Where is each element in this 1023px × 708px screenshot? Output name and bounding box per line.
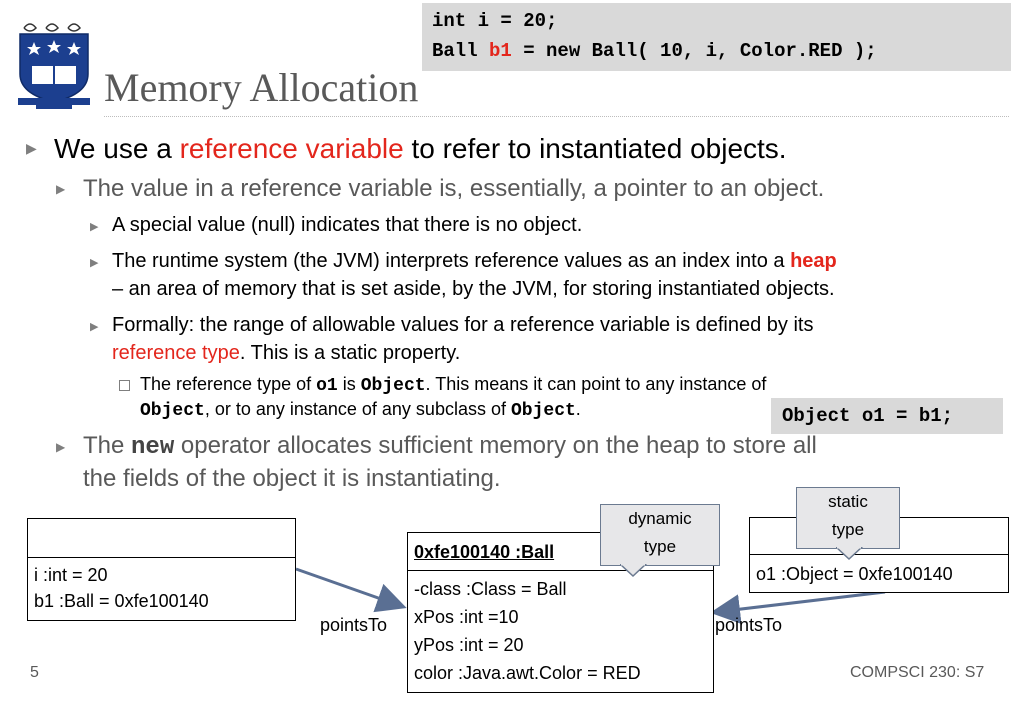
code-line-1: int i = 20; <box>432 10 558 32</box>
bullet-arrow-icon: ▶ <box>56 182 66 196</box>
bullet-level4-line2: Object, or to any instance of any subcla… <box>140 399 581 421</box>
object-title: 0xfe100140 :Ball <box>414 542 555 562</box>
field-xpos: xPos :int =10 <box>414 607 519 627</box>
code-snippet-o1: Object o1 = b1; <box>771 398 1003 434</box>
university-logo <box>14 20 94 110</box>
bullet-arrow-icon: ▶ <box>90 257 99 269</box>
bullet-arrow-icon: ▶ <box>90 221 99 233</box>
bullet-arrow-icon: ▶ <box>56 440 66 454</box>
page-title: Memory Allocation <box>104 65 419 110</box>
page-number: 5 <box>30 664 39 681</box>
bullet-arrow-icon: ▶ <box>90 321 99 333</box>
bullet-level3-heap-cont: – an area of memory that is set aside, b… <box>112 278 835 300</box>
bullet-level3: A special value (null) indicates that th… <box>112 214 583 236</box>
field-color: color :Java.awt.Color = RED <box>414 663 641 683</box>
bullet-level3-heap: The runtime system (the JVM) interprets … <box>112 250 837 272</box>
bullet-level3-formally: Formally: the range of allowable values … <box>112 314 814 336</box>
stack-variables-box: i :int = 20 b1 :Ball = 0xfe100140 <box>27 518 296 621</box>
bullet-level1: We use a reference variable to refer to … <box>54 133 787 164</box>
field-ypos: yPos :int = 20 <box>414 635 524 655</box>
code-line-2: Ball b1 = new Ball( 10, i, Color.RED ); <box>432 40 877 62</box>
field-class: -class :Class = Ball <box>414 579 567 599</box>
bullet-level2: The value in a reference variable is, es… <box>83 175 825 202</box>
course-label: COMPSCI 230: S7 <box>850 664 985 681</box>
bullet-level2-new-cont: the fields of the object it is instantia… <box>83 465 501 492</box>
points-to-label-right: pointsTo <box>715 615 783 635</box>
dynamic-type-callout: dynamic type <box>600 504 720 566</box>
title-divider <box>104 116 1009 117</box>
var-b1: b1 :Ball = 0xfe100140 <box>34 591 209 611</box>
bullet-level2-new: The new operator allocates sufficient me… <box>83 432 817 461</box>
square-bullet-icon <box>119 380 130 391</box>
callout-pointer-static <box>836 547 864 561</box>
var-i: i :int = 20 <box>34 565 108 585</box>
bullet-arrow-icon: ▶ <box>26 140 37 156</box>
callout-pointer-dynamic <box>620 564 648 578</box>
static-type-callout: static type <box>796 487 900 549</box>
points-to-label-left: pointsTo <box>320 615 388 635</box>
bullet-level4-line1: The reference type of o1 is Object. This… <box>140 374 767 396</box>
var-o1: o1 :Object = 0xfe100140 <box>756 564 953 584</box>
bullet-level3-formally-cont: reference type. This is a static propert… <box>112 342 461 364</box>
code-snippet-top: int i = 20; Ball b1 = new Ball( 10, i, C… <box>422 3 1011 71</box>
